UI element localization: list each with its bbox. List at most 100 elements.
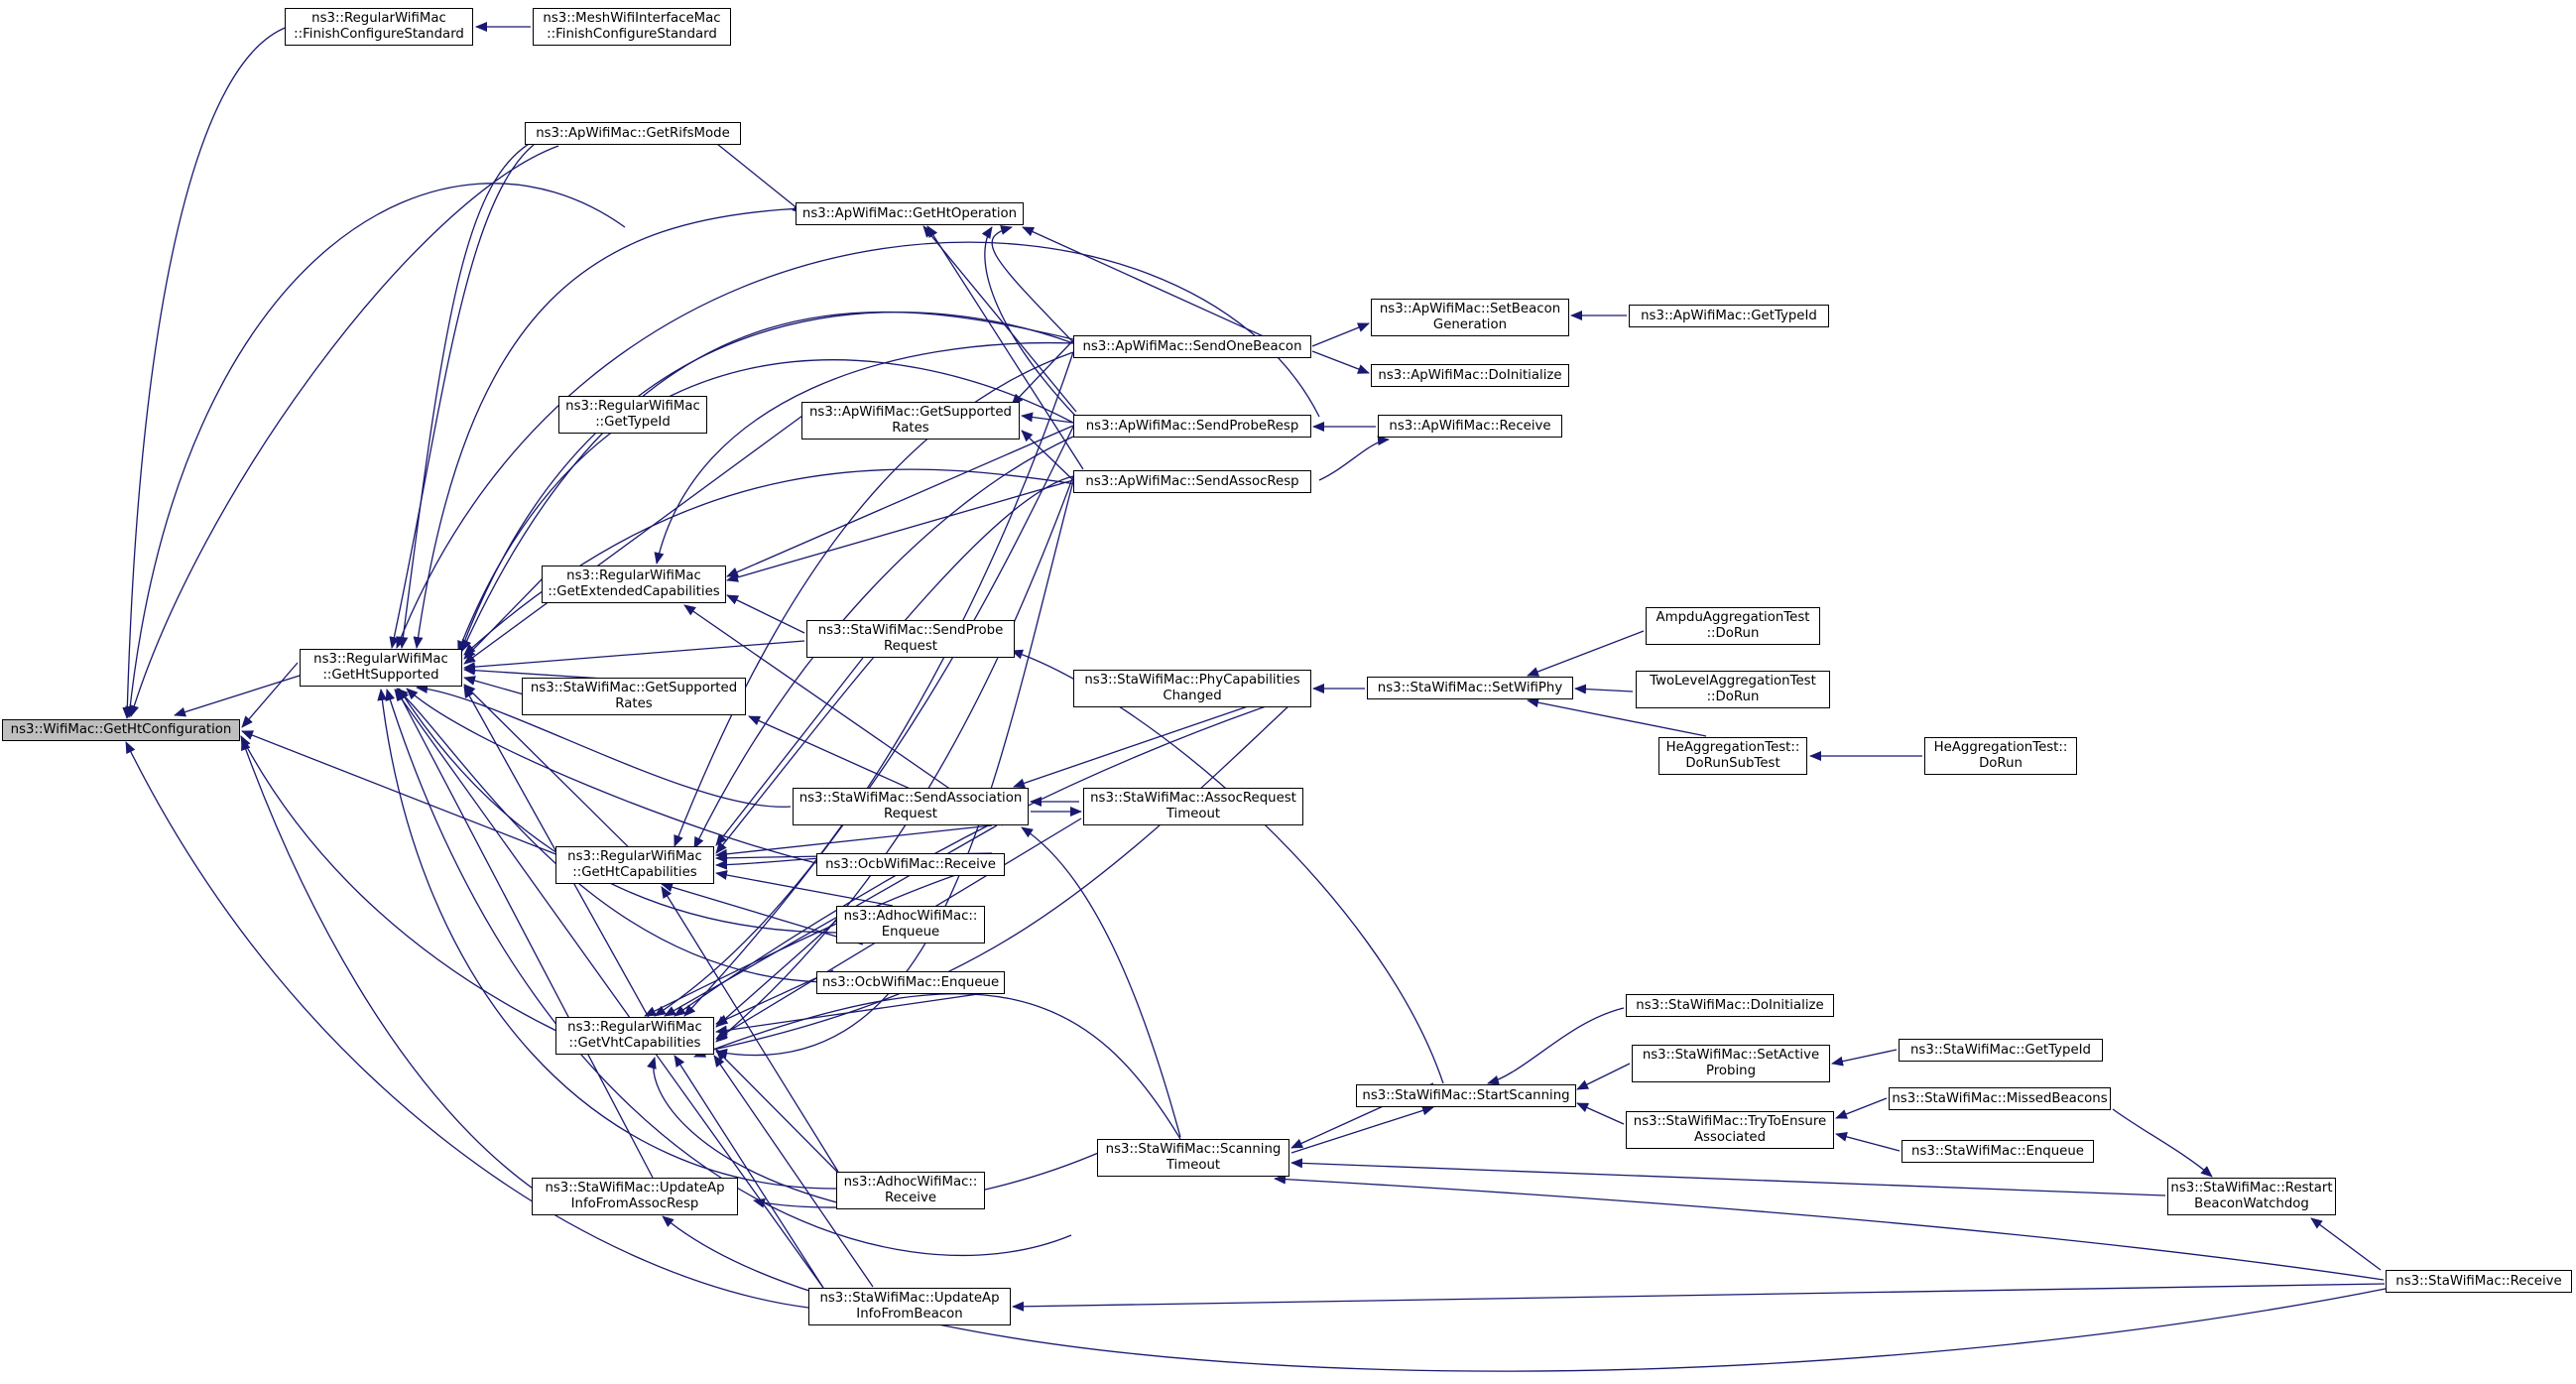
call-edge xyxy=(240,735,559,1033)
node-stawifimac-do-initialize[interactable]: ns3::StaWifiMac::DoInitialize xyxy=(1626,994,1834,1017)
node-apwifimac-get-supported-rates[interactable]: ns3::ApWifiMac::GetSupported Rates xyxy=(801,402,1020,440)
node-stawifimac-try-to-ensure-associated[interactable]: ns3::StaWifiMac::TryToEnsure Associated xyxy=(1626,1111,1834,1149)
node-apwifimac-get-type-id[interactable]: ns3::ApWifiMac::GetTypeId xyxy=(1629,305,1829,327)
node-apwifimac-set-beacon-generation[interactable]: ns3::ApWifiMac::SetBeacon Generation xyxy=(1371,299,1569,336)
node-stawifimac-get-type-id[interactable]: ns3::StaWifiMac::GetTypeId xyxy=(1899,1039,2103,1062)
node-wifimac-get-ht-configuration[interactable]: ns3::WifiMac::GetHtConfiguration xyxy=(2,719,240,741)
call-edge xyxy=(396,689,654,1179)
node-stawifimac-restart-beacon-watchdog[interactable]: ns3::StaWifiMac::Restart BeaconWatchdog xyxy=(2167,1178,2336,1215)
call-edge xyxy=(1487,1007,1625,1085)
node-meshwifiinterfacemac-finish-configure-standard[interactable]: ns3::MeshWifiInterfaceMac ::FinishConfig… xyxy=(533,8,731,46)
call-edge xyxy=(2112,1108,2213,1178)
call-edge xyxy=(1527,697,1707,737)
call-edge xyxy=(715,475,1074,854)
call-edge xyxy=(715,475,1074,1043)
node-he-aggregation-test-do-run[interactable]: HeAggregationTest:: DoRun xyxy=(1924,737,2077,775)
call-edge xyxy=(981,226,1077,418)
call-edge xyxy=(991,225,1074,343)
node-regularwifimac-get-type-id[interactable]: ns3::RegularWifiMac ::GetTypeId xyxy=(558,396,707,434)
call-edge xyxy=(715,824,993,859)
call-edge xyxy=(693,993,1181,1140)
call-edge xyxy=(926,225,1084,470)
call-edge xyxy=(241,662,299,728)
call-edge xyxy=(396,241,1320,649)
call-edge xyxy=(1835,1131,1901,1152)
call-edge xyxy=(654,351,1074,1017)
call-edge xyxy=(644,862,993,1017)
node-regularwifimac-get-extended-capabilities[interactable]: ns3::RegularWifiMac ::GetExtendedCapabil… xyxy=(542,566,726,603)
call-edge xyxy=(463,415,803,665)
node-apwifimac-do-initialize[interactable]: ns3::ApWifiMac::DoInitialize xyxy=(1371,364,1569,387)
node-stawifimac-send-probe-request[interactable]: ns3::StaWifiMac::SendProbe Request xyxy=(806,620,1015,658)
node-stawifimac-assoc-request-timeout[interactable]: ns3::StaWifiMac::AssocRequest Timeout xyxy=(1083,788,1303,825)
call-edge xyxy=(715,657,864,846)
node-adhocwifimac-receive[interactable]: ns3::AdhocWifiMac:: Receive xyxy=(836,1172,985,1209)
call-edge xyxy=(715,920,837,1028)
node-ocbwifimac-receive[interactable]: ns3::OcbWifiMac::Receive xyxy=(816,853,1005,876)
call-edge xyxy=(457,359,1074,653)
call-edge xyxy=(647,1057,862,1209)
call-edge xyxy=(377,689,839,1190)
node-stawifimac-update-ap-info-from-beacon[interactable]: ns3::StaWifiMac::UpdateAp InfoFromBeacon xyxy=(808,1288,1011,1325)
node-ampdu-aggregation-test-do-run[interactable]: AmpduAggregationTest ::DoRun xyxy=(1646,607,1820,645)
node-apwifimac-send-one-beacon[interactable]: ns3::ApWifiMac::SendOneBeacon xyxy=(1073,335,1311,358)
call-edge xyxy=(661,886,839,1173)
call-edge xyxy=(459,312,1074,654)
call-edge xyxy=(654,341,1074,565)
node-stawifimac-missed-beacons[interactable]: ns3::StaWifiMac::MissedBeacons xyxy=(1889,1087,2111,1110)
node-regularwifimac-get-ht-capabilities[interactable]: ns3::RegularWifiMac ::GetHtCapabilities xyxy=(555,846,714,884)
call-edge xyxy=(406,688,817,864)
call-edge xyxy=(693,436,1074,849)
node-apwifimac-get-ht-operation[interactable]: ns3::ApWifiMac::GetHtOperation xyxy=(796,202,1024,225)
call-edge xyxy=(713,1055,874,1288)
call-edge xyxy=(1527,630,1645,677)
call-edge xyxy=(1576,1063,1631,1090)
call-edge xyxy=(413,207,804,649)
node-stawifimac-phy-capabilities-changed[interactable]: ns3::StaWifiMac::PhyCapabilities Changed xyxy=(1073,670,1311,707)
node-apwifimac-send-probe-resp[interactable]: ns3::ApWifiMac::SendProbeResp xyxy=(1073,415,1311,438)
call-edge xyxy=(715,991,993,1036)
call-edge xyxy=(1318,436,1390,481)
call-edge xyxy=(1831,1049,1898,1067)
node-adhocwifimac-enqueue[interactable]: ns3::AdhocWifiMac:: Enqueue xyxy=(836,906,985,944)
node-stawifimac-enqueue[interactable]: ns3::StaWifiMac::Enqueue xyxy=(1901,1140,2094,1163)
call-edge xyxy=(398,688,839,934)
call-edge xyxy=(1574,684,1634,694)
node-apwifimac-get-rifs-mode[interactable]: ns3::ApWifiMac::GetRifsMode xyxy=(525,122,741,145)
call-edge xyxy=(461,311,1074,652)
node-apwifimac-receive[interactable]: ns3::ApWifiMac::Receive xyxy=(1378,415,1562,438)
node-stawifimac-receive[interactable]: ns3::StaWifiMac::Receive xyxy=(2386,1270,2572,1293)
node-stawifimac-set-active-probing[interactable]: ns3::StaWifiMac::SetActive Probing xyxy=(1632,1045,1830,1082)
node-stawifimac-get-supported-rates[interactable]: ns3::StaWifiMac::GetSupported Rates xyxy=(522,678,746,715)
call-edge xyxy=(463,576,545,660)
node-stawifimac-set-wifi-phy[interactable]: ns3::StaWifiMac::SetWifiPhy xyxy=(1367,677,1573,699)
call-edge xyxy=(463,684,658,876)
node-stawifimac-start-scanning[interactable]: ns3::StaWifiMac::StartScanning xyxy=(1356,1084,1576,1107)
call-edge xyxy=(674,351,1074,847)
call-edge xyxy=(389,130,559,649)
node-stawifimac-update-ap-info-from-assoc-resp[interactable]: ns3::StaWifiMac::UpdateAp InfoFromAssocR… xyxy=(532,1178,738,1215)
node-regularwifimac-get-vht-capabilities[interactable]: ns3::RegularWifiMac ::GetVhtCapabilities xyxy=(555,1017,714,1055)
call-edge xyxy=(1012,1283,2386,1312)
call-edge xyxy=(726,479,1074,582)
node-he-aggregation-test-do-run-sub-test[interactable]: HeAggregationTest:: DoRunSubTest xyxy=(1658,737,1807,775)
call-edge xyxy=(715,480,1074,1059)
node-stawifimac-scanning-timeout[interactable]: ns3::StaWifiMac::Scanning Timeout xyxy=(1097,1139,1289,1177)
call-edge xyxy=(1011,339,1074,406)
call-edge xyxy=(241,738,537,1192)
call-edge xyxy=(715,1049,839,1174)
call-edge xyxy=(1576,1102,1625,1125)
node-apwifimac-send-assoc-resp[interactable]: ns3::ApWifiMac::SendAssocResp xyxy=(1073,470,1311,493)
call-edge xyxy=(1290,1158,2166,1196)
node-ocbwifimac-enqueue[interactable]: ns3::OcbWifiMac::Enqueue xyxy=(816,971,1005,994)
call-edge xyxy=(674,1055,824,1289)
call-edge xyxy=(416,683,792,808)
node-regularwifimac-finish-configure-standard[interactable]: ns3::RegularWifiMac ::FinishConfigureSta… xyxy=(285,8,473,46)
node-regularwifimac-get-ht-supported[interactable]: ns3::RegularWifiMac ::GetHtSupported xyxy=(300,649,462,687)
call-edge xyxy=(1311,322,1370,347)
call-edge xyxy=(125,741,809,1309)
node-two-level-aggregation-test-do-run[interactable]: TwoLevelAggregationTest ::DoRun xyxy=(1636,671,1830,708)
node-stawifimac-send-association-request[interactable]: ns3::StaWifiMac::SendAssociation Request xyxy=(793,788,1029,825)
call-edge xyxy=(1021,826,1181,1138)
call-edge xyxy=(2310,1217,2382,1271)
